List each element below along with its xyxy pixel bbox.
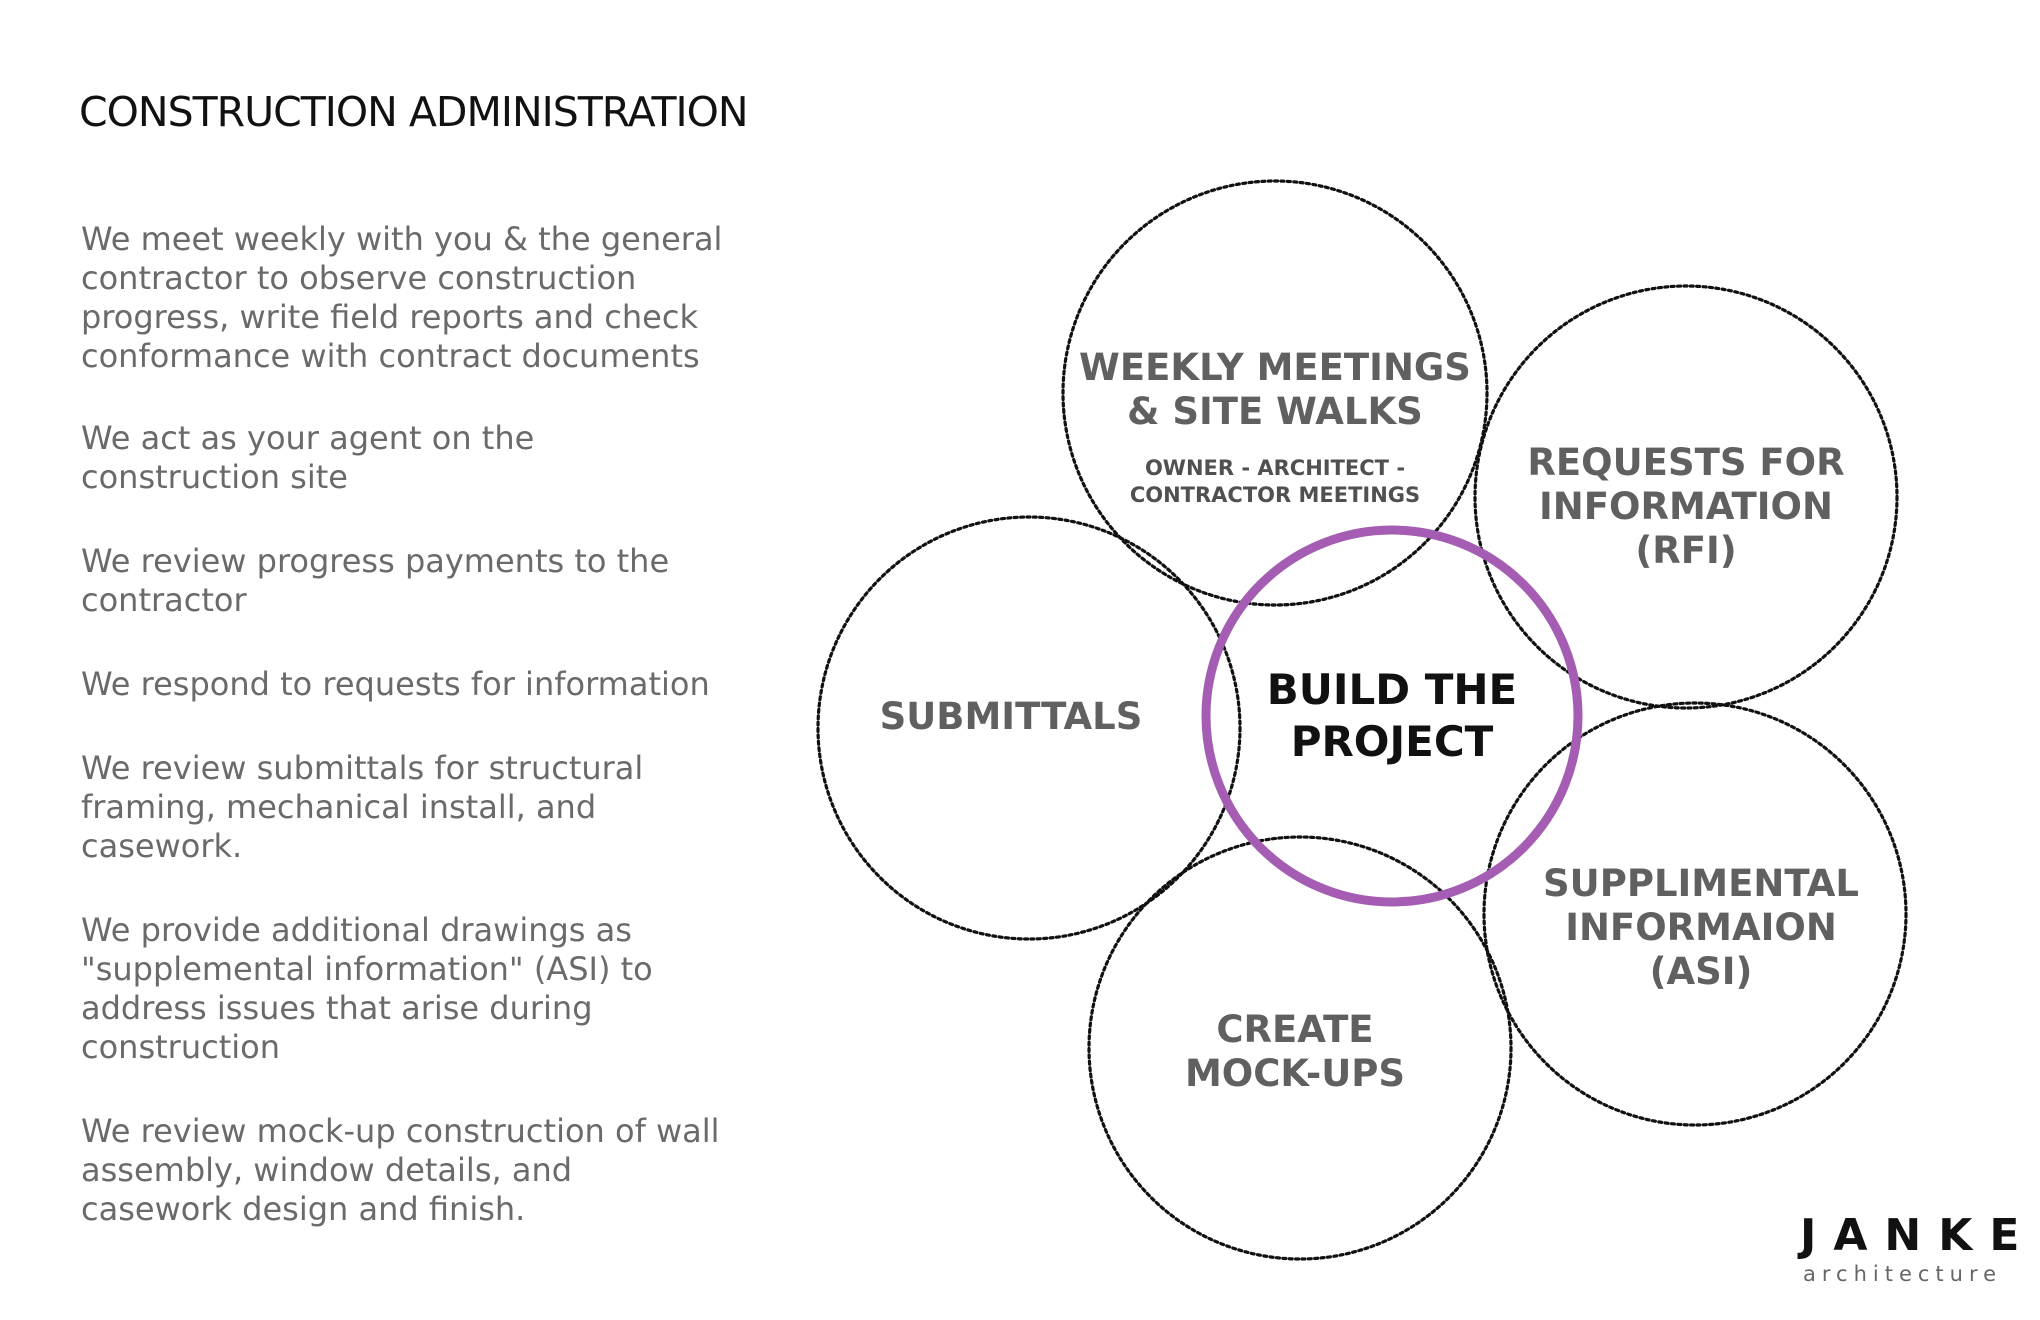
description-progress-payments: We review progress payments to the contr…: [81, 542, 670, 619]
description-agent: We act as your agent on the construction…: [81, 419, 535, 496]
label-mockups: CREATE MOCK-UPS: [1184, 1008, 1406, 1095]
label-owner-architect-contractor: OWNER - ARCHITECT - CONTRACTOR MEETINGS: [1129, 456, 1421, 507]
circle-weekly-meetings: [1061, 179, 1489, 607]
description-mockups: We review mock-up construction of wall a…: [81, 1112, 720, 1228]
label-asi: SUPPLIMENTAL INFORMAION (ASI): [1543, 862, 1859, 993]
label-build-the-project: BUILD THE PROJECT: [1266, 665, 1518, 766]
description-weekly-meetings: We meet weekly with you & the general co…: [81, 220, 723, 375]
description-submittals: We review submittals for structural fram…: [81, 749, 644, 865]
label-weekly-meetings-group: WEEKLY MEETINGS & SITE WALKS OWNER - ARC…: [1075, 327, 1475, 528]
description-asi: We provide additional drawings as "suppl…: [81, 911, 653, 1066]
janke-logo: JANKE architecture: [1800, 1210, 2019, 1290]
circle-rfi: [1473, 284, 1899, 710]
circle-asi: [1482, 701, 1908, 1127]
logo-name: JANKE: [1800, 1210, 2037, 1261]
circle-mockups: [1087, 835, 1513, 1261]
label-rfi: REQUESTS FOR INFORMATION (RFI): [1527, 441, 1845, 572]
logo-subtitle: architecture: [1803, 1262, 2003, 1286]
circle-build-the-project: [1201, 525, 1583, 907]
circle-submittals: [816, 515, 1242, 941]
page-title: CONSTRUCTION ADMINISTRATION: [79, 88, 749, 136]
description-rfi: We respond to requests for information: [81, 665, 710, 703]
label-submittals: SUBMITTALS: [879, 695, 1143, 738]
label-weekly-meetings: WEEKLY MEETINGS & SITE WALKS: [1079, 346, 1471, 433]
